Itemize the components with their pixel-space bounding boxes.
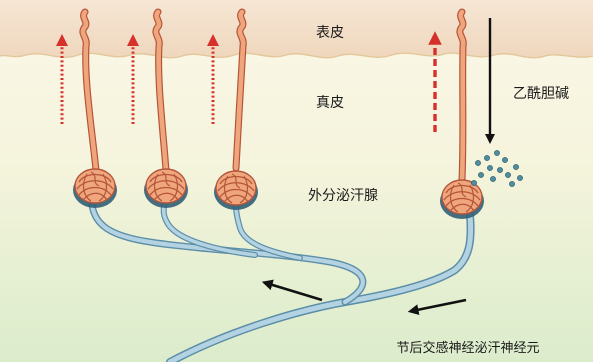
label-sweat-gland: 外分泌汗腺 (308, 188, 378, 204)
label-dermis: 真皮 (316, 95, 344, 111)
label-acetylcholine: 乙酰胆碱 (513, 86, 569, 102)
label-neuron: 节后交感神经泌汗神经元 (396, 340, 539, 356)
gland-coil-2 (144, 169, 188, 208)
gland-coil-3 (214, 171, 258, 210)
label-epidermis: 表皮 (316, 25, 344, 41)
gland-coil-1 (73, 169, 117, 208)
gland-coil-4 (440, 180, 484, 219)
